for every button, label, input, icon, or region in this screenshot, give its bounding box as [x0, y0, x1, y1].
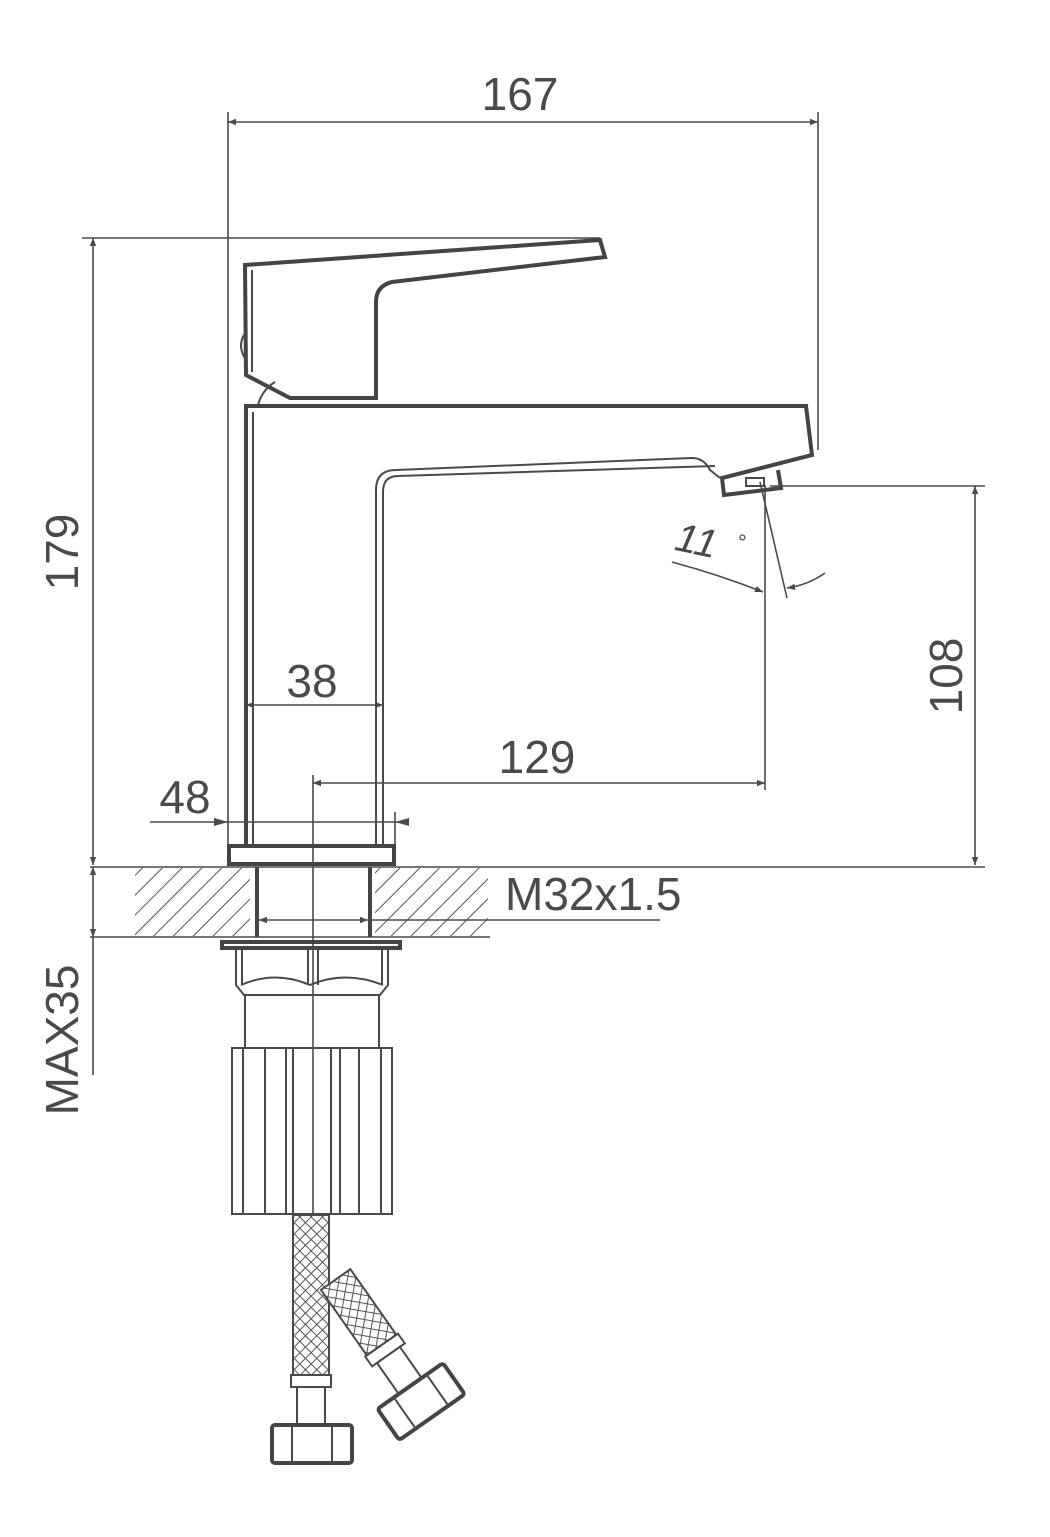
dimension-overall-height: 179	[36, 237, 600, 865]
supply-hose-straight	[270, 1214, 354, 1465]
label-spout-reach: 129	[499, 731, 576, 783]
dimension-spout-height: 108	[770, 485, 985, 865]
dimension-spout-angle: 11 °	[672, 481, 826, 790]
faucet-body	[244, 404, 815, 845]
mounting-shank	[231, 1047, 393, 1215]
label-spout-angle: 11	[672, 515, 722, 567]
dimension-body-width: 38	[246, 655, 383, 709]
supply-hose-angled	[319, 1267, 466, 1441]
label-overall-height: 179	[36, 514, 88, 591]
label-base-width: 48	[159, 771, 210, 823]
dimension-overall-width: 167	[227, 68, 819, 845]
dimension-thread: M32x1.5	[259, 868, 681, 924]
countertop	[90, 844, 985, 938]
degree-symbol: °	[738, 530, 747, 555]
label-max-thickness: MAX35	[36, 965, 88, 1116]
mounting-nut	[220, 940, 402, 1048]
dimension-max-thickness: MAX35	[36, 867, 97, 1116]
label-spout-height: 108	[920, 638, 972, 715]
label-body-width: 38	[286, 655, 337, 707]
label-overall-width: 167	[482, 68, 559, 120]
label-thread: M32x1.5	[505, 868, 681, 920]
faucet-handle	[240, 237, 608, 406]
dimension-base-width: 48	[150, 771, 409, 845]
dimension-spout-reach: 129	[313, 731, 765, 787]
